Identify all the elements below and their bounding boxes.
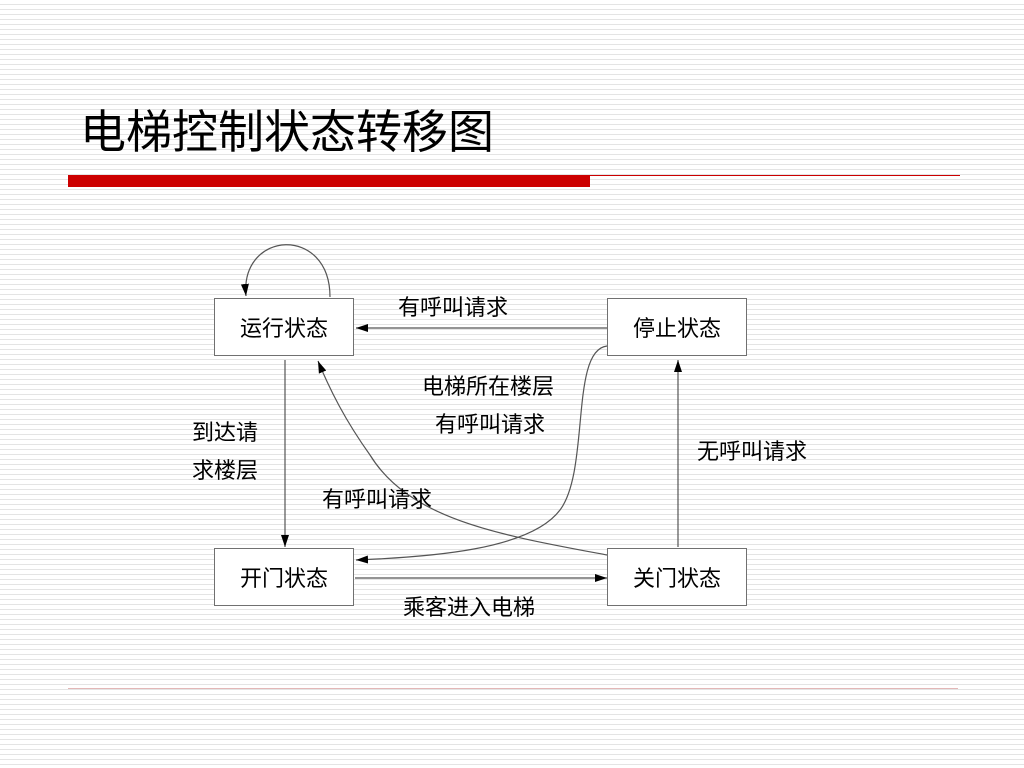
label-close-to-running: 有呼叫请求: [322, 488, 433, 513]
label-stopped-to-open-line2: 有呼叫请求: [435, 413, 546, 438]
label-close-to-stopped: 无呼叫请求: [697, 440, 808, 465]
state-door-open: 开门状态: [214, 548, 354, 606]
label-running-to-open-line2: 求楼层: [192, 459, 259, 484]
state-running: 运行状态: [214, 298, 354, 356]
title-underline-rule: [590, 175, 960, 176]
state-door-close: 关门状态: [607, 548, 747, 606]
label-stopped-to-open-line1: 电梯所在楼层: [422, 375, 555, 400]
label-running-to-open-line1: 到达请: [192, 421, 259, 446]
footer-rule: [68, 688, 958, 689]
self-loop-running-arrow: [240, 244, 331, 298]
title-underline-bar: [68, 175, 590, 187]
close-to-running-arrow: [317, 360, 608, 556]
label-stopped-to-running: 有呼叫请求: [398, 296, 509, 321]
stopped-to-open-arrow: [355, 345, 608, 564]
slide-title: 电梯控制状态转移图: [80, 105, 494, 159]
state-stopped: 停止状态: [607, 298, 747, 356]
label-open-to-close: 乘客进入电梯: [403, 596, 536, 621]
